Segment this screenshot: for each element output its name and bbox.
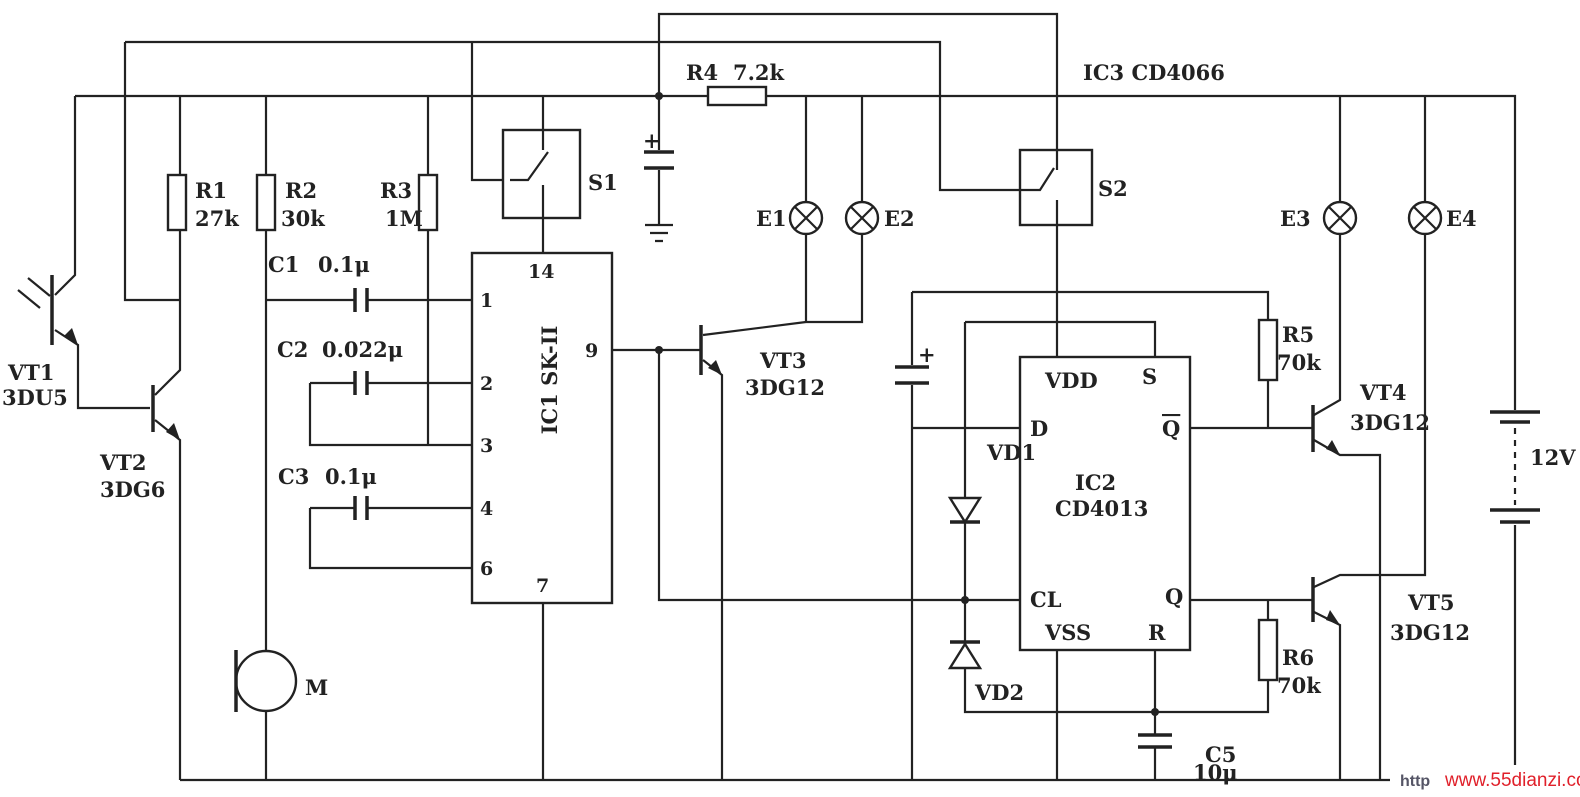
r6-value: 70k — [1277, 673, 1321, 698]
resistors — [166, 85, 1279, 682]
e3-label: E3 — [1280, 206, 1311, 231]
diodes — [947, 496, 983, 670]
lamp-e2 — [844, 200, 880, 236]
battery-label: 12V — [1530, 445, 1576, 470]
switch-s1 — [501, 128, 582, 220]
switch-s2 — [1018, 148, 1094, 227]
ic1-pin3: 3 — [480, 435, 493, 457]
ic1-pin6: 6 — [480, 558, 493, 580]
watermark-bg — [1390, 765, 1580, 797]
ic2-pin-cl: CL — [1030, 587, 1062, 612]
ic3-label: IC3 CD4066 — [1083, 60, 1225, 85]
battery-icon — [1490, 410, 1540, 524]
ic2-pin-s: S — [1142, 364, 1157, 389]
ic1-pin4: 4 — [480, 498, 493, 520]
r2-name: R2 — [285, 178, 317, 203]
vt4-name: VT4 — [1359, 380, 1407, 405]
r5-name: R5 — [1282, 322, 1314, 347]
ic1-label: IC1 SK-II — [537, 326, 562, 435]
r3-name: R3 — [380, 178, 412, 203]
ic1-pin7: 7 — [536, 575, 549, 597]
e4-label: E4 — [1446, 206, 1477, 231]
labels: VT1 3DU5 VT2 3DG6 R1 27k R2 30k R3 1M C1… — [2, 60, 1576, 785]
r4-name: R4 — [686, 60, 718, 85]
transistors — [17, 275, 1340, 625]
vt3-name: VT3 — [759, 348, 807, 373]
r1-value: 27k — [195, 206, 239, 231]
c1-name: C1 — [268, 252, 299, 277]
ic2-box — [1018, 355, 1192, 652]
e1-label: E1 — [756, 206, 787, 231]
lamp-e1 — [788, 200, 824, 236]
r2-value: 30k — [281, 206, 325, 231]
plus-sign: + — [918, 342, 936, 367]
watermark-prefix: http — [1400, 773, 1430, 790]
s1-label: S1 — [588, 170, 618, 195]
c2-name: C2 — [277, 337, 308, 362]
vt4-part: 3DG12 — [1350, 410, 1430, 435]
r6-name: R6 — [1282, 645, 1314, 670]
vt3-part: 3DG12 — [745, 375, 825, 400]
ic1-pin14: 14 — [528, 261, 554, 283]
capacitors — [353, 150, 1172, 749]
plus-sign: + — [643, 128, 661, 153]
ic2-pin-q: Q — [1165, 584, 1183, 609]
r3-value: 1M — [385, 206, 423, 231]
ic1-pin9: 9 — [585, 340, 598, 362]
microphone-icon — [234, 649, 298, 713]
lamps — [788, 200, 1443, 236]
e2-label: E2 — [884, 206, 915, 231]
watermark-site: www.55dianzi.com — [1444, 770, 1580, 791]
ic1-pin1: 1 — [480, 290, 493, 312]
vt5-name: VT5 — [1407, 590, 1455, 615]
ic1-box — [470, 251, 614, 605]
c3-value: 0.1μ — [325, 464, 377, 489]
lamp-e3 — [1322, 200, 1358, 236]
vd1-label: VD1 — [986, 440, 1036, 465]
c5-name: C5 — [1205, 742, 1236, 767]
s2-label: S2 — [1098, 176, 1128, 201]
r5-value: 70k — [1277, 350, 1321, 375]
ic2-name: IC2 — [1075, 470, 1116, 495]
mic-label: M — [305, 675, 328, 700]
r4-value: 7.2k — [733, 60, 785, 85]
vt5-part: 3DG12 — [1390, 620, 1470, 645]
vt1-part: 3DU5 — [2, 385, 68, 410]
ic2-pin-vss: VSS — [1044, 620, 1091, 645]
ic2-part: CD4013 — [1055, 496, 1148, 521]
c5-value: 10μ — [1193, 760, 1238, 785]
vd2-label: VD2 — [974, 680, 1024, 705]
c3-name: C3 — [278, 464, 309, 489]
lamp-e4 — [1407, 200, 1443, 236]
vt2-name: VT2 — [99, 450, 147, 475]
vt2-part: 3DG6 — [100, 477, 165, 502]
ic2-pin-r: R — [1148, 620, 1166, 645]
ic2-pin-d: D — [1030, 416, 1048, 441]
c1-value: 0.1μ — [318, 252, 370, 277]
junction-dots — [655, 92, 1159, 716]
ic2-pin-qbar: Q — [1162, 416, 1180, 441]
r1-name: R1 — [195, 178, 227, 203]
c2-value: 0.022μ — [322, 337, 403, 362]
ic1-pin2: 2 — [480, 373, 493, 395]
vt1-name: VT1 — [7, 360, 55, 385]
ic2-pin-vdd: VDD — [1044, 368, 1098, 393]
